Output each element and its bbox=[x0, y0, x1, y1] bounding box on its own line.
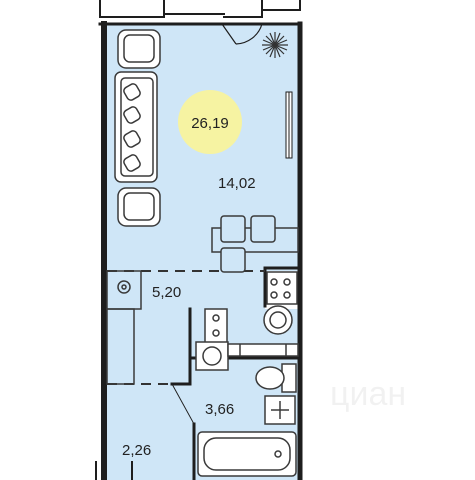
towel-rail-icon bbox=[227, 343, 299, 357]
balcony-door-swing bbox=[221, 23, 263, 45]
armchair-bottom-icon bbox=[117, 187, 161, 227]
bathroom-area: 3,66 bbox=[205, 401, 234, 418]
top-wall-far-right bbox=[261, 0, 301, 11]
chair-2 bbox=[250, 215, 276, 243]
kitchen-counter bbox=[106, 270, 142, 385]
top-wall-right bbox=[223, 0, 263, 18]
toilet-icon bbox=[255, 366, 285, 390]
washbasin-icon bbox=[195, 341, 229, 371]
bathtub-icon bbox=[197, 431, 297, 477]
top-wall-left bbox=[99, 0, 165, 18]
side-window bbox=[285, 91, 293, 159]
kitchen-appliances bbox=[204, 271, 298, 344]
total-area-value: 26,19 bbox=[191, 115, 229, 132]
washing-machine-icon bbox=[263, 305, 293, 335]
chair-3 bbox=[220, 247, 246, 273]
walls bbox=[95, 0, 303, 480]
kitchen-floor bbox=[107, 271, 265, 309]
chair-1 bbox=[220, 215, 246, 243]
hall-area: 2,26 bbox=[122, 442, 151, 459]
watermark-text: циан bbox=[330, 375, 406, 413]
kitchen-sink-icon bbox=[266, 271, 298, 305]
dining-set-icon bbox=[211, 215, 299, 273]
hob-icon bbox=[117, 280, 131, 294]
bathroom-fixtures bbox=[195, 341, 299, 477]
living-room-area: 14,02 bbox=[218, 175, 256, 192]
plant-icon bbox=[262, 32, 288, 58]
sofa-icon bbox=[114, 71, 158, 183]
bathroom-door bbox=[171, 383, 195, 425]
kitchen-lower-floor bbox=[107, 309, 190, 384]
kitchen-area: 5,20 bbox=[152, 284, 181, 301]
total-area-badge bbox=[178, 90, 242, 154]
armchair-top-icon bbox=[117, 29, 161, 69]
washer-icon bbox=[204, 308, 228, 344]
